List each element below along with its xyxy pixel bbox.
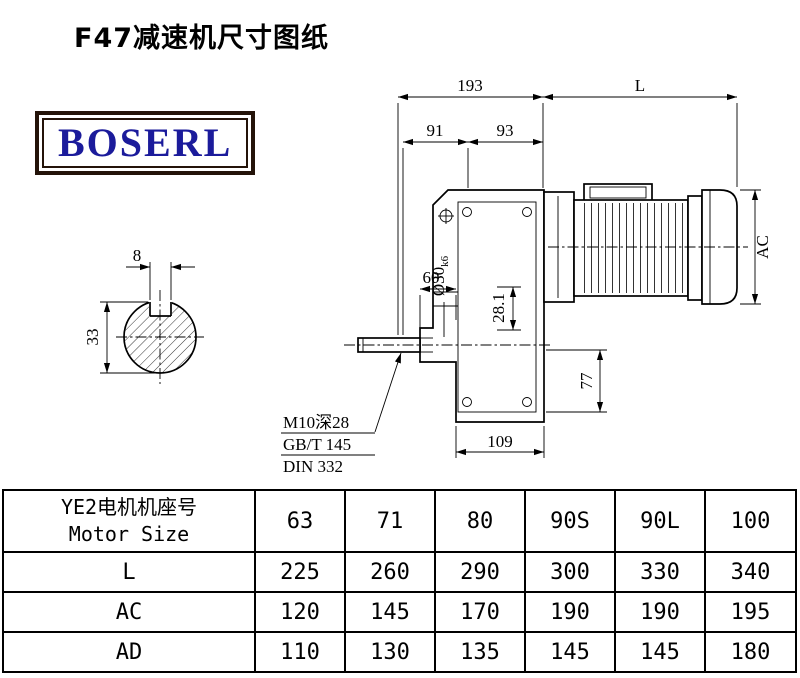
table-row-AD: AD 110 130 135 145 145 180 — [2, 631, 797, 673]
col-71: 71 — [344, 489, 436, 553]
cell: 260 — [344, 551, 436, 593]
cell: 110 — [254, 631, 346, 673]
dim-ac: AC — [740, 189, 772, 305]
dim-91-label: 91 — [427, 121, 444, 140]
cell: 120 — [254, 591, 346, 633]
shaft-tolerance-label: k6 — [439, 255, 451, 267]
reducer-side-view: 193 L 91 93 — [281, 76, 772, 476]
col-63: 63 — [254, 489, 346, 553]
cell: 135 — [434, 631, 526, 673]
cell: 330 — [614, 551, 706, 593]
brand-logo-inner-frame: BOSERL — [42, 118, 249, 168]
dim-60-label: 60 — [423, 268, 440, 287]
note-thread: M10深28 — [283, 413, 349, 432]
dim-109: 109 — [455, 426, 545, 458]
table-row-AC: AC 120 145 170 190 190 195 — [2, 591, 797, 633]
col-90s: 90S — [524, 489, 616, 553]
table-header-motor-size: YE2电机机座号 Motor Size — [2, 489, 256, 553]
col-90l: 90L — [614, 489, 706, 553]
dim-L-label: L — [635, 76, 645, 95]
brand-logo-frame: BOSERL — [35, 111, 256, 175]
dim-93: 93 — [468, 121, 543, 146]
motor-cooling-ribs — [578, 203, 684, 293]
cell: 190 — [614, 591, 706, 633]
row-label-L: L — [2, 551, 256, 593]
header-line-cn: YE2电机机座号 — [60, 495, 198, 519]
motor — [543, 183, 748, 305]
dim-281-label: 28.1 — [489, 293, 508, 323]
row-label-AD: AD — [2, 631, 256, 673]
dim-60: 60 — [419, 268, 457, 334]
svg-text:Ø30k6: Ø30k6 — [429, 255, 451, 296]
dim-77-label: 77 — [577, 372, 596, 390]
header-line-en: Motor Size — [68, 522, 190, 546]
dim-shaft-diameter: Ø30k6 — [429, 255, 451, 337]
table-header-row: YE2电机机座号 Motor Size 63 71 80 90S 90L 100 — [2, 489, 797, 553]
cell: 290 — [434, 551, 526, 593]
keyway-slot — [149, 294, 172, 316]
cell: 190 — [524, 591, 616, 633]
dim-shaft-height-label: 33 — [83, 329, 102, 346]
dim-motor-length: L — [543, 76, 738, 187]
cell: 145 — [344, 591, 436, 633]
cell: 130 — [344, 631, 436, 673]
dim-ac-label: AC — [753, 235, 772, 259]
table-row-L: L 225 260 290 300 330 340 — [2, 551, 797, 593]
cell: 170 — [434, 591, 526, 633]
dim-91: 91 — [402, 121, 469, 335]
cell: 340 — [704, 551, 797, 593]
cell: 145 — [524, 631, 616, 673]
dim-93-label: 93 — [497, 121, 514, 140]
shaft-dia-label: Ø30 — [429, 267, 448, 296]
thread-notes: M10深28 GB/T 145 DIN 332 — [281, 352, 402, 476]
cell: 145 — [614, 631, 706, 673]
dim-77: 77 — [546, 349, 607, 413]
dim-key-width-label: 8 — [133, 246, 142, 265]
dimension-drawing: 8 33 — [83, 76, 772, 476]
cell: 195 — [704, 591, 797, 633]
dimension-table: YE2电机机座号 Motor Size 63 71 80 90S 90L 100… — [2, 489, 797, 673]
col-80: 80 — [434, 489, 526, 553]
note-din: DIN 332 — [283, 457, 343, 476]
row-label-AC: AC — [2, 591, 256, 633]
cell: 300 — [524, 551, 616, 593]
dim-109-label: 109 — [487, 432, 513, 451]
motor-endbell — [687, 195, 703, 301]
dim-193-label: 193 — [457, 76, 483, 95]
output-shaft — [344, 337, 552, 353]
dim-281: 28.1 — [489, 286, 521, 331]
dim-key-width: 8 — [126, 246, 195, 300]
col-100: 100 — [704, 489, 797, 553]
note-gbt: GB/T 145 — [283, 435, 351, 454]
gearbox-housing — [419, 189, 545, 423]
page-title: F47减速机尺寸图纸 — [74, 23, 330, 54]
brand-logo-text: BOSERL — [58, 120, 233, 165]
cell: 180 — [704, 631, 797, 673]
dim-shaft-height: 33 — [83, 301, 158, 374]
cell: 225 — [254, 551, 346, 593]
dim-193: 193 — [397, 76, 544, 335]
shaft-section-view: 8 33 — [83, 246, 204, 384]
